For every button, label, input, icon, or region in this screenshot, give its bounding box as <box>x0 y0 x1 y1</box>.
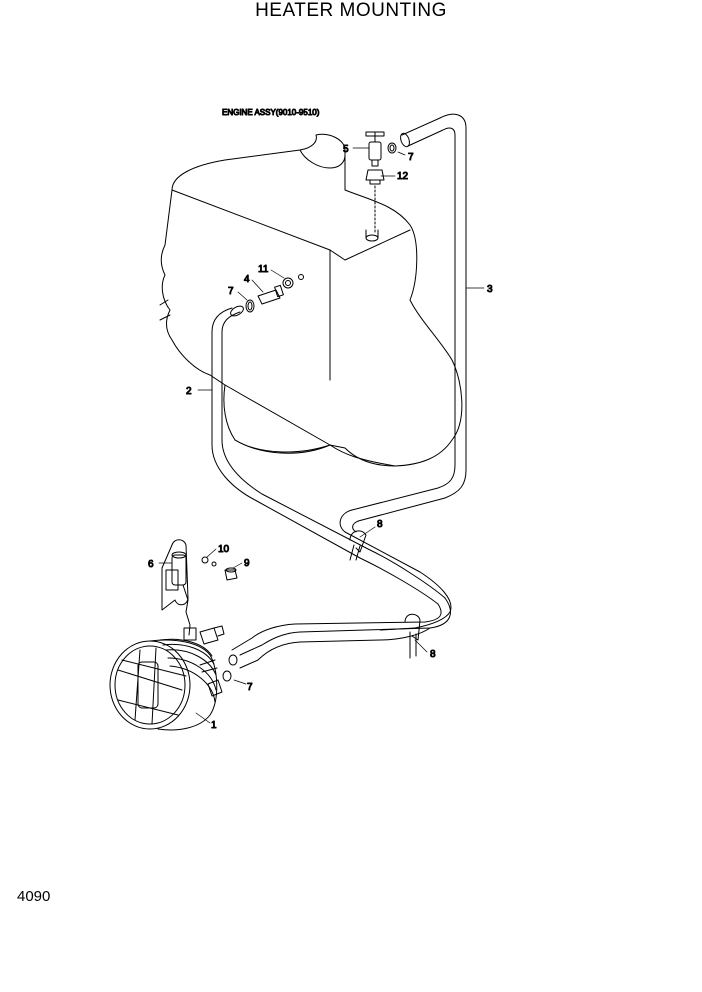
engine-assembly <box>159 133 463 467</box>
callout-8-upper: 8 <box>377 519 383 530</box>
callout-4: 4 <box>244 274 250 285</box>
callout-12: 12 <box>397 171 409 182</box>
callout-6: 6 <box>148 559 154 570</box>
callout-8-lower: 8 <box>430 649 436 660</box>
washer-11 <box>282 274 304 289</box>
engine-assy-label: ENGINE ASSY(9010-9510) <box>222 108 320 117</box>
callout-7-engine: 7 <box>228 286 234 297</box>
callout-5: 5 <box>343 144 349 155</box>
hose-3 <box>339 113 467 629</box>
tap-5 <box>365 131 385 167</box>
bracket-6 <box>161 539 197 641</box>
clamp-7-top <box>387 142 397 154</box>
plug-10 <box>201 556 217 567</box>
bolt-9 <box>224 567 238 581</box>
callout-7-top: 7 <box>408 152 414 163</box>
clamp-8-lower <box>404 613 421 659</box>
hose-2 <box>211 305 451 669</box>
callout-10: 10 <box>218 544 230 555</box>
adapter-12 <box>365 169 385 233</box>
fitting-4 <box>257 284 284 305</box>
callout-7-heater: 7 <box>247 682 253 693</box>
diagram-title: HEATER MOUNTING <box>255 0 447 21</box>
heater-1 <box>109 625 225 731</box>
callout-2: 2 <box>186 386 192 397</box>
clamp-7-heater <box>222 654 238 682</box>
callout-11: 11 <box>258 264 269 275</box>
clamp-7-engine <box>245 299 255 313</box>
callout-9: 9 <box>244 558 250 569</box>
callout-3: 3 <box>487 284 493 295</box>
leader-lines <box>158 147 485 724</box>
callout-1: 1 <box>211 720 217 731</box>
clamp-8-upper <box>349 530 367 561</box>
page-number: 4090 <box>17 888 51 905</box>
